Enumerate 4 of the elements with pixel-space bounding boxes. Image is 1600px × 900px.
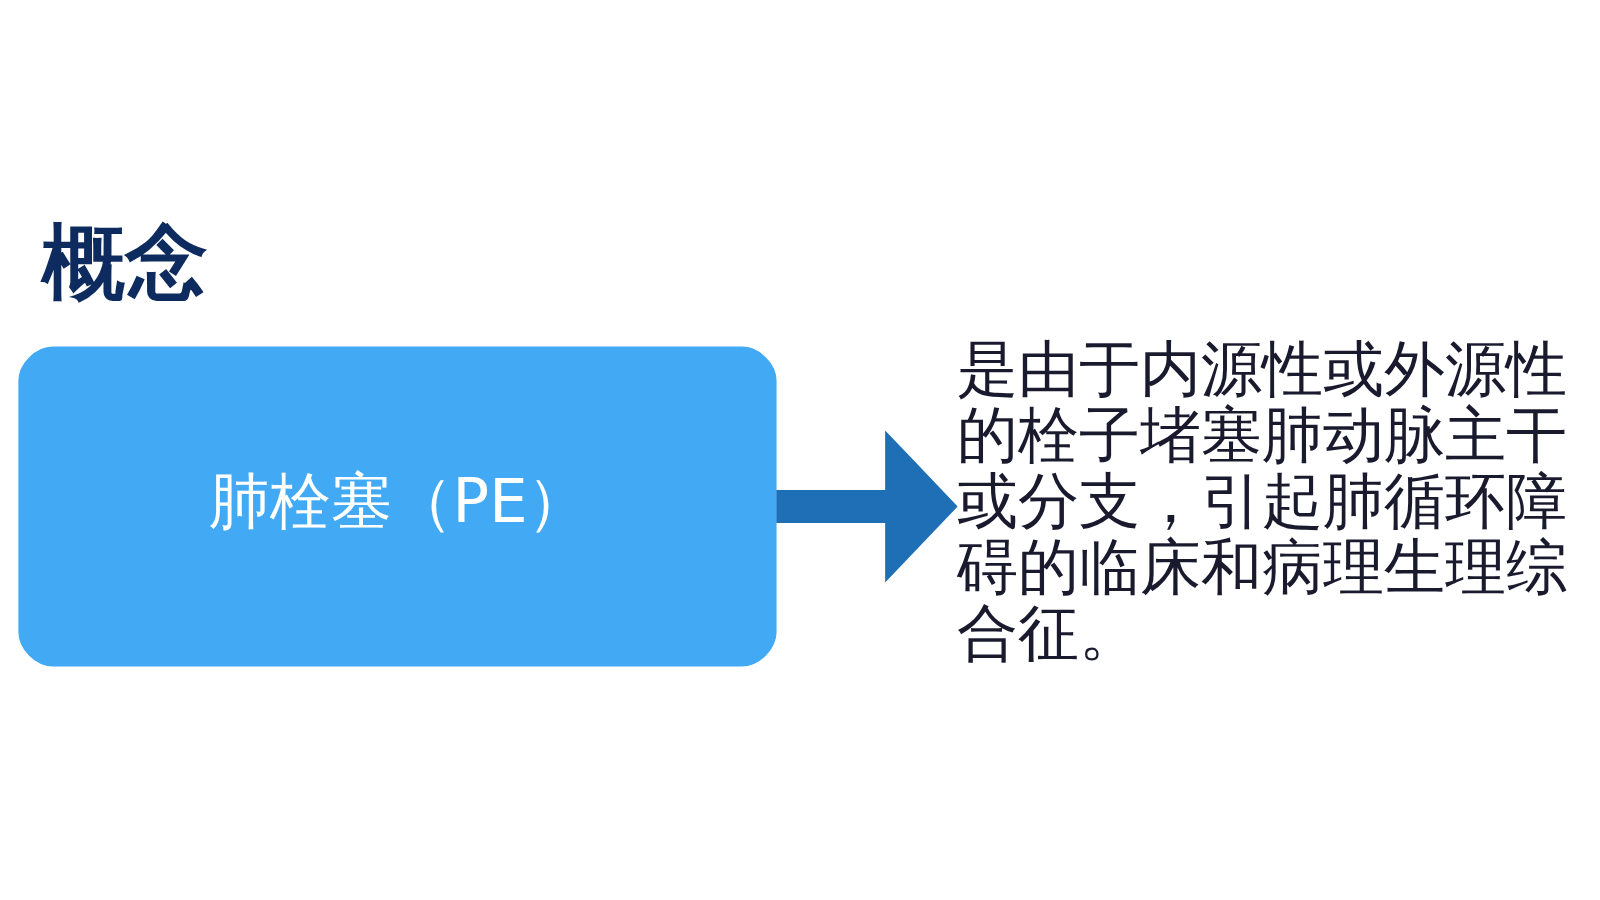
node-text: 是由于内源性或外源性的栓子堵塞肺动脉主干或分支，引起肺循环障碍的临床和病理生理综合征。 <box>957 333 1568 669</box>
diagram-title: 概念 <box>41 214 208 312</box>
node-box: 肺栓塞（PE） <box>18 346 777 667</box>
arrow <box>776 430 958 583</box>
